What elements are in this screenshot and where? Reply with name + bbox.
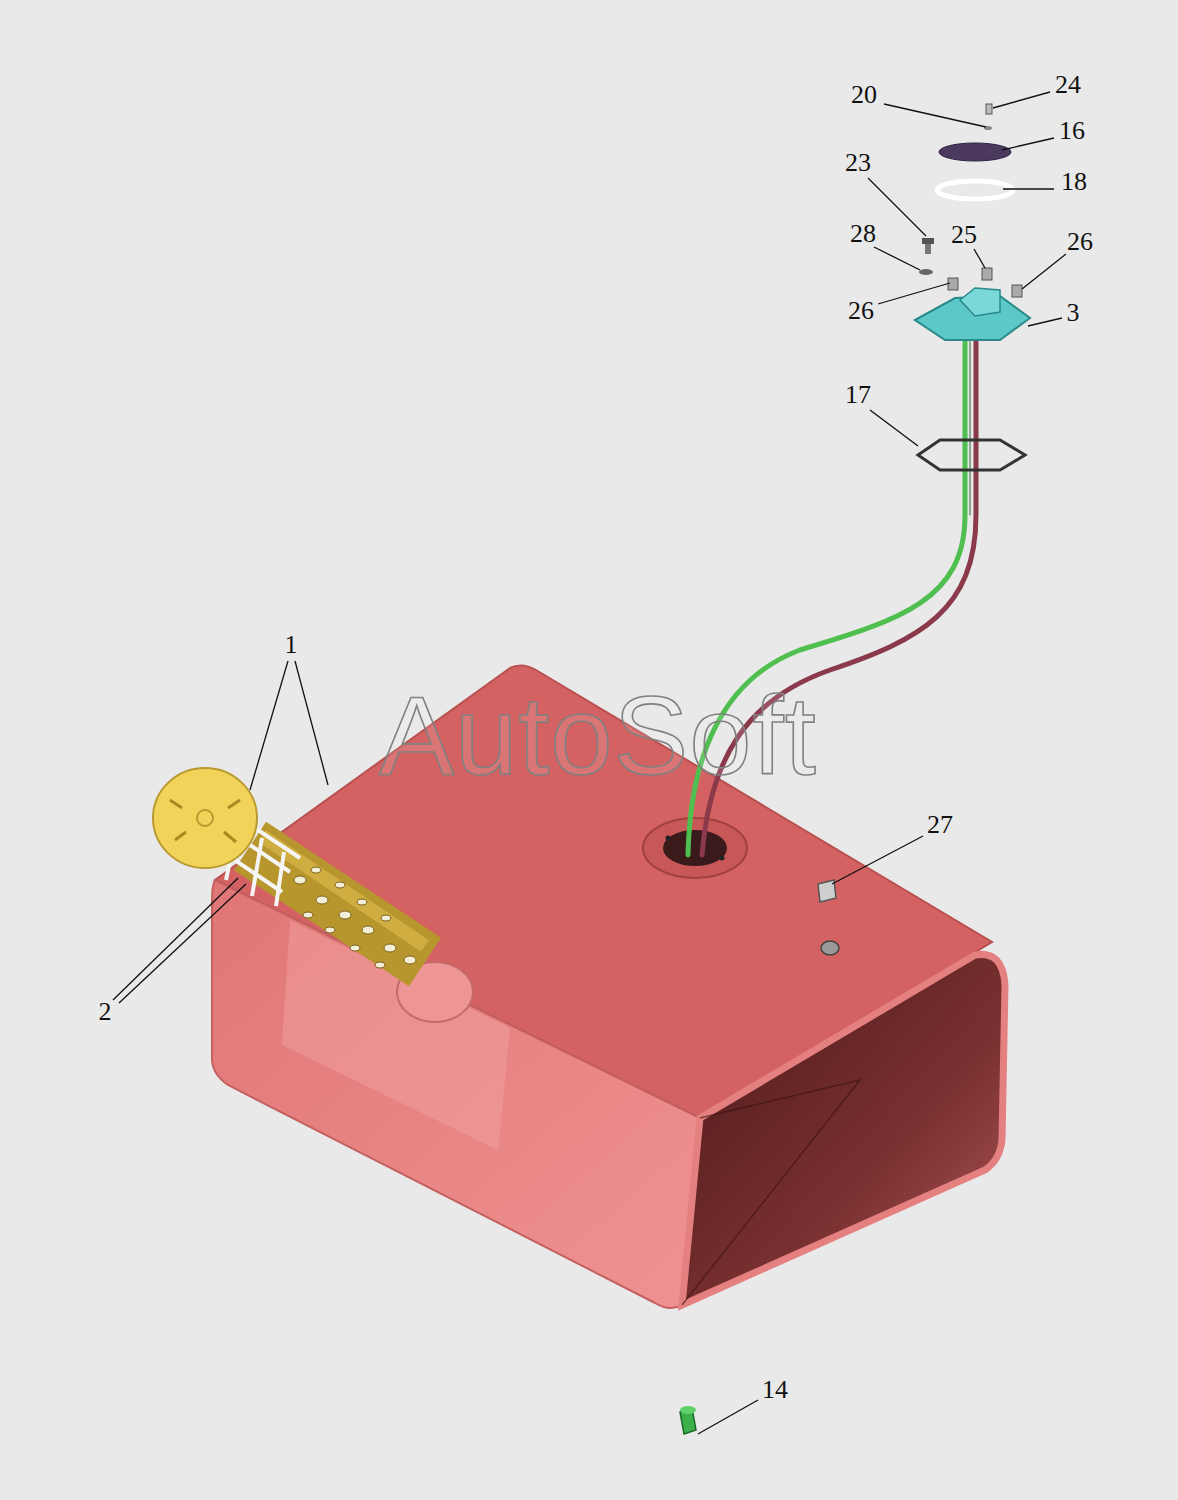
callout-number: 26 bbox=[1067, 229, 1093, 255]
watermark: AutoSoft bbox=[379, 680, 817, 792]
callout-number: 2 bbox=[99, 999, 112, 1025]
callout-number: 26 bbox=[848, 298, 874, 324]
leader-lines bbox=[113, 92, 1066, 1434]
callout-number: 3 bbox=[1067, 300, 1080, 326]
callout-number: 18 bbox=[1061, 169, 1087, 195]
callout-number: 23 bbox=[845, 150, 871, 176]
gasket bbox=[918, 440, 1025, 470]
callout-number: 17 bbox=[845, 382, 871, 408]
tank-body bbox=[212, 665, 1005, 1308]
callout-number: 28 bbox=[850, 221, 876, 247]
filler-strainer bbox=[153, 768, 425, 968]
callout-number: 24 bbox=[1055, 72, 1081, 98]
callout-number: 16 bbox=[1059, 118, 1085, 144]
callout-number: 25 bbox=[951, 222, 977, 248]
callout-number: 14 bbox=[762, 1377, 788, 1403]
callout-number: 20 bbox=[851, 82, 877, 108]
callout-number: 1 bbox=[285, 632, 298, 658]
callout-number: 27 bbox=[927, 812, 953, 838]
